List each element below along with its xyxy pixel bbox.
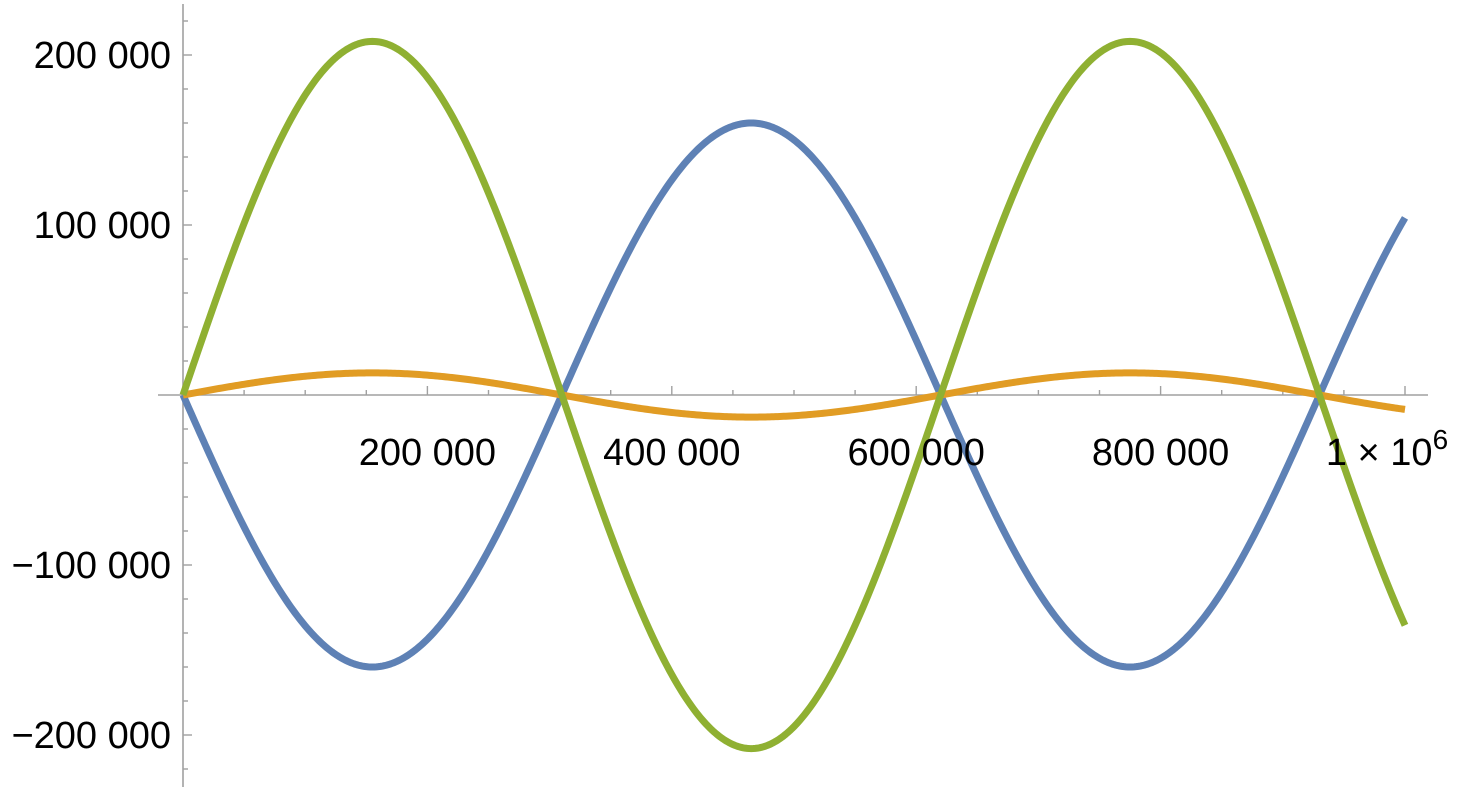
series-group bbox=[179, 37, 1409, 753]
x-tick-label: 200 000 bbox=[359, 432, 496, 474]
tick-labels: 200 000 400 000 600 000 800 000 1 × 106 200 0… bbox=[11, 35, 1448, 757]
y-tick-label: −100 000 bbox=[11, 545, 171, 587]
x-tick-label: 400 000 bbox=[603, 432, 740, 474]
x-tick-label: 1 × 106 bbox=[1326, 424, 1448, 474]
y-tick-label: −200 000 bbox=[11, 715, 171, 757]
axes bbox=[158, 4, 1428, 787]
series-line-3 bbox=[179, 37, 1409, 753]
y-tick-label: 100 000 bbox=[34, 205, 171, 247]
series-line-1 bbox=[179, 119, 1409, 671]
x-tick-label: 600 000 bbox=[848, 432, 985, 474]
x-tick-label: 800 000 bbox=[1092, 432, 1229, 474]
series-line-2 bbox=[181, 369, 1407, 421]
y-tick-label: 200 000 bbox=[34, 35, 171, 77]
